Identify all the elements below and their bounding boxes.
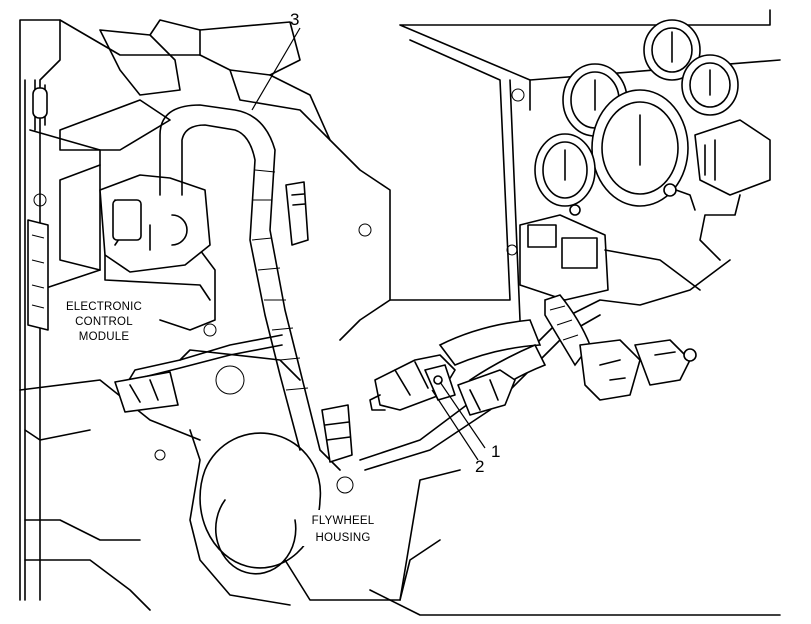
wiring-harness: [114, 104, 731, 471]
engine-block: [19, 19, 391, 611]
gauge-lower: [534, 133, 596, 207]
ecm-label-line3: MODULE: [79, 331, 130, 343]
gauge-center: [591, 89, 689, 207]
gauge-top: [643, 19, 701, 81]
flywheel-label-line1: FLYWHEEL: [312, 515, 375, 527]
gauge-right: [681, 54, 739, 116]
callout-3: 3: [290, 10, 299, 29]
callout-3-leader: [251, 27, 301, 111]
ecm-label-line1: ELECTRONIC: [66, 301, 142, 313]
callout-1-leader: [439, 381, 486, 449]
harness-connectors: [369, 354, 516, 416]
callout-2-leader: [431, 389, 479, 461]
ecm-label: ELECTRONIC CONTROL MODULE: [58, 296, 150, 344]
callout-1: 1: [491, 442, 500, 461]
bolt-fitting: [569, 183, 696, 216]
ecm-label-line2: CONTROL: [75, 316, 133, 328]
flywheel-label-line2: HOUSING: [315, 532, 370, 544]
instrument-panel: [389, 9, 781, 321]
callout-2: 2: [475, 457, 484, 476]
right-connector: [694, 119, 771, 261]
flywheel-label: FLYWHEEL HOUSING: [302, 510, 384, 546]
